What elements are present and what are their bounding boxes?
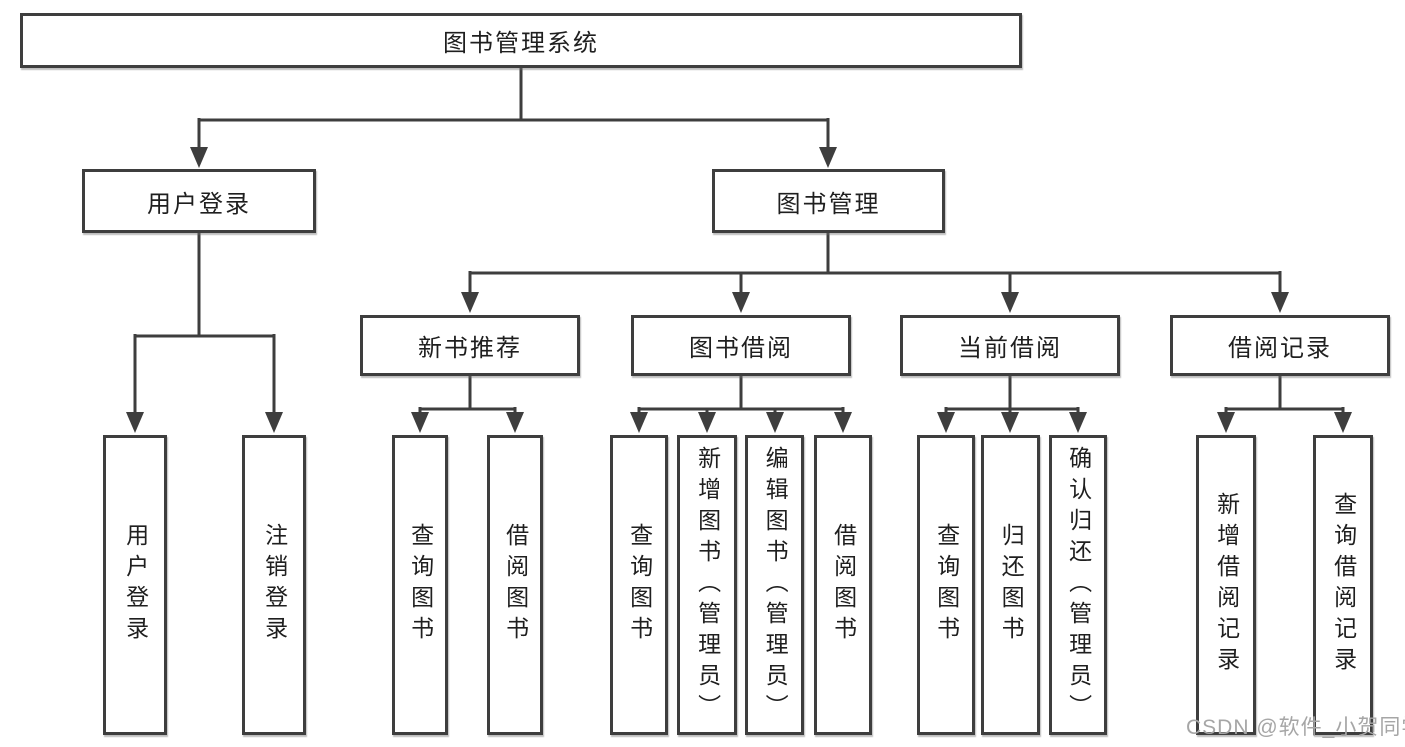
leaf-query-books-2: 查询图书 <box>610 435 668 735</box>
leaf-user-login: 用户登录 <box>103 435 167 735</box>
node-root: 图书管理系统 <box>20 13 1022 68</box>
leaf-borrow-books-1: 借阅图书 <box>487 435 543 735</box>
leaf-query-borrow-record: 查询借阅记录 <box>1313 435 1373 735</box>
leaf-query-books-1: 查询图书 <box>392 435 448 735</box>
node-borrow-records: 借阅记录 <box>1170 315 1390 376</box>
leaf-borrow-books-2: 借阅图书 <box>814 435 872 735</box>
leaf-logout: 注销登录 <box>242 435 306 735</box>
leaf-return-books: 归还图书 <box>981 435 1040 735</box>
node-current-borrow: 当前借阅 <box>900 315 1120 376</box>
watermark: CSDN @软件_小贺同学 <box>1186 716 1405 739</box>
leaf-confirm-return-admin: 确认归还（管理员） <box>1049 435 1107 735</box>
leaf-edit-books-admin: 编辑图书（管理员） <box>745 435 804 735</box>
leaf-query-books-3: 查询图书 <box>917 435 975 735</box>
node-new-book-recommend: 新书推荐 <box>360 315 580 376</box>
node-book-management: 图书管理 <box>712 169 945 233</box>
node-user-login: 用户登录 <box>82 169 316 233</box>
node-book-borrow: 图书借阅 <box>631 315 851 376</box>
leaf-add-borrow-record: 新增借阅记录 <box>1196 435 1256 735</box>
leaf-add-books-admin: 新增图书（管理员） <box>677 435 737 735</box>
